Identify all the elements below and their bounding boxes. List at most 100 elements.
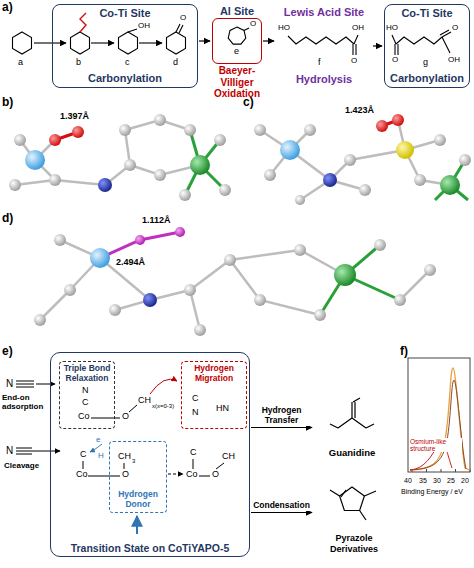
reaction-arrow [34, 42, 162, 43]
site-box: Co-Ti SiteCarbonylation [384, 4, 470, 88]
node-text: Carbonylation [56, 72, 194, 85]
text-label: OH [138, 22, 150, 31]
molecule-structure [71, 32, 90, 54]
electron-arrow [90, 444, 102, 452]
xps-plot [410, 380, 466, 470]
text-label: OH [448, 56, 460, 65]
text-label: Co [78, 412, 90, 422]
atom-ball [434, 134, 446, 146]
molecule-structure [396, 37, 442, 44]
atom-bond [185, 130, 225, 195]
atom-bond [15, 120, 200, 185]
text-label: O [212, 470, 219, 480]
text-label: f) [400, 345, 408, 358]
node-text: Al Site [202, 5, 272, 18]
reaction-arrow [91, 42, 114, 43]
atom-ball [175, 227, 185, 237]
text-label: C [80, 450, 87, 460]
text-label: N [6, 445, 13, 456]
molecule-structure [355, 44, 356, 55]
text-label: 40 [404, 477, 412, 485]
atom-bond [15, 120, 200, 185]
molecule-structure [397, 44, 398, 55]
atom-bond [320, 245, 400, 315]
text-label: 20 [461, 477, 469, 485]
atom-ball [9, 179, 21, 191]
text-label: HO [278, 24, 290, 33]
text-label: C [82, 398, 89, 408]
chemical-bond [42, 451, 60, 452]
text-label: x(x=0-3) [152, 403, 174, 410]
node-text: Co-Ti Site [388, 7, 466, 20]
atom-ball [219, 184, 231, 196]
atom-ball [424, 264, 436, 276]
molecule-structure [128, 29, 137, 32]
text-label: 25 [447, 477, 455, 485]
flow-arrow [251, 512, 312, 513]
text-label: c [125, 58, 130, 68]
atom-ball [214, 134, 226, 146]
edge-label: Condensation [253, 501, 310, 511]
text-label: N [6, 378, 13, 389]
migration-arrow [150, 379, 177, 394]
atom-bond [320, 245, 400, 315]
flow-arrow [251, 427, 312, 428]
atom-bond [260, 120, 450, 200]
text-label: Binding Energy / eV [401, 488, 463, 496]
chemical-bond [16, 448, 42, 454]
atom-ball [9, 114, 231, 201]
text-label: d [173, 58, 178, 68]
text-label: 1.423Å [345, 106, 374, 116]
node-text: Baeyer-Villiger Oxidation [204, 65, 270, 100]
atom-ball [49, 134, 61, 146]
text-label: O [452, 24, 458, 33]
product-structure [330, 490, 376, 520]
text-label: HN [216, 404, 229, 414]
text-label: c) [243, 96, 254, 109]
molecule-structure [442, 37, 450, 53]
product-structure [340, 487, 365, 511]
chemical-bond [16, 381, 34, 387]
text-label: 30 [433, 477, 441, 485]
atom-bond [435, 160, 468, 200]
atom-ball [392, 114, 404, 126]
text-label: a [18, 58, 23, 68]
molecule-structure [228, 27, 246, 44]
atom-ball [34, 314, 46, 326]
atom-ball [64, 284, 76, 296]
text-label: a) [2, 1, 13, 14]
atom-ball [119, 124, 131, 136]
text-label: CH [118, 452, 131, 462]
flow-arrow [373, 45, 382, 46]
text-label: 1.397Å [60, 112, 89, 122]
atom-ball [254, 114, 471, 205]
atom-ball [54, 234, 66, 246]
product-node: Pyrazole Derivatives [314, 470, 394, 555]
text-label: H [98, 452, 104, 461]
molecule-structure [80, 13, 86, 32]
atom-ball [184, 124, 196, 136]
atom-bond [40, 240, 430, 330]
text-label: CH [138, 396, 151, 406]
molecule-structure [119, 32, 138, 54]
node-text: Carbonylation [388, 72, 466, 85]
text-label: Co [76, 470, 88, 480]
text-label: HO [386, 24, 398, 33]
atom-ball [14, 134, 26, 146]
text-label: N [82, 386, 89, 396]
node-text: Hydrogen Migration [185, 364, 243, 384]
text-label: 1.112Å [142, 216, 171, 226]
node-text: Co-Ti Site [56, 7, 194, 20]
node-text: Hydrolysis [279, 73, 369, 86]
molecule-structure [288, 36, 354, 44]
atom-ball [334, 264, 356, 286]
atom-ball [98, 178, 112, 192]
text-label: 35 [419, 477, 427, 485]
molecule-structure [392, 35, 396, 44]
atom-ball [25, 150, 45, 170]
atom-ball [154, 114, 166, 126]
atom-ball [194, 324, 206, 336]
product-node: Guanidine [314, 395, 390, 460]
text-label: Cleavage [4, 462, 39, 471]
